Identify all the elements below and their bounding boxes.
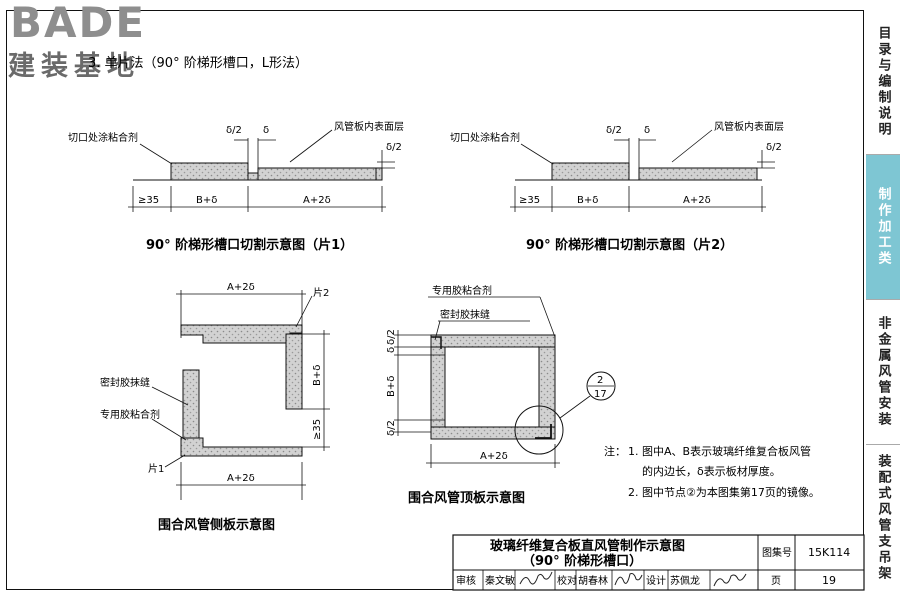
review-name: 秦文敏 bbox=[485, 574, 515, 587]
sidebar-item-catalog[interactable]: 目录与编制说明 bbox=[866, 10, 900, 155]
check-label: 校对 bbox=[557, 574, 577, 587]
sidebar-item-nonmetal-duct[interactable]: 非金属风管安装 bbox=[866, 300, 900, 445]
fig4-dim-b: B+δ bbox=[386, 376, 397, 397]
fig1-inner-surface-label: 风管板内表面层 bbox=[334, 120, 404, 133]
sidebar-item-fabrication[interactable]: 制作加工类 bbox=[866, 155, 900, 300]
fig3-side-panel-diagram bbox=[151, 290, 330, 500]
fig1-dim-b: B+δ bbox=[196, 195, 217, 206]
fig2-inner-surface-label: 风管板内表面层 bbox=[714, 120, 784, 133]
fig2-dim-a: A+2δ bbox=[683, 195, 711, 206]
fig1-delta: δ bbox=[263, 125, 269, 136]
fig3-dim-b: B+δ bbox=[312, 365, 323, 386]
fig4-node-num: 2 bbox=[597, 375, 603, 386]
page-label: 页 bbox=[771, 575, 781, 587]
fig3-seal-label: 密封胶抹缝 bbox=[100, 376, 150, 389]
fig2-glue-label: 切口处涂粘合剂 bbox=[450, 131, 520, 144]
fig4-top-panel-diagram bbox=[394, 296, 616, 468]
fig4-glue-label: 专用胶粘合剂 bbox=[432, 284, 492, 297]
title-sub: （90° 阶梯形槽口） bbox=[522, 553, 642, 569]
fig4-seal-label: 密封胶抹缝 bbox=[440, 308, 490, 321]
fig3-piece2: 片2 bbox=[313, 286, 329, 299]
fig4-delta-top: δ bbox=[386, 347, 397, 353]
design-signature bbox=[713, 573, 747, 587]
fig1-glue-label: 切口处涂粘合剂 bbox=[68, 131, 138, 144]
fig1-delta-half-right: δ/2 bbox=[386, 142, 402, 153]
fig1-title: 90° 阶梯形槽口切割示意图（片1） bbox=[146, 237, 353, 253]
atlas-no: 15K114 bbox=[808, 546, 850, 559]
fig1-dim-min: ≥35 bbox=[138, 195, 159, 206]
fig1-cut-diagram bbox=[128, 129, 395, 212]
fig3-dim-a-bottom: A+2δ bbox=[227, 473, 255, 484]
check-signature bbox=[614, 573, 643, 586]
fig3-piece1: 片1 bbox=[148, 462, 164, 475]
notes-line1: 1. 图中A、B表示玻璃纤维复合板风管 bbox=[628, 444, 811, 458]
fig4-dim-a: A+2δ bbox=[480, 451, 508, 462]
drawing-canvas: 3. 单片法（90° 阶梯形槽口，L形法） 切口处涂粘合剂 风管板内表面层 δ/… bbox=[68, 56, 865, 591]
fig1-delta-half: δ/2 bbox=[226, 125, 242, 136]
fig2-title: 90° 阶梯形槽口切割示意图（片2） bbox=[526, 237, 733, 253]
notes-line1b: 的内边长，δ表示板材厚度。 bbox=[642, 464, 781, 478]
fig2-cut-diagram bbox=[510, 129, 775, 212]
fig3-glue-label: 专用胶粘合剂 bbox=[100, 408, 160, 421]
fig3-title: 围合风管侧板示意图 bbox=[158, 517, 275, 533]
review-label: 审核 bbox=[456, 574, 476, 587]
review-signature bbox=[519, 571, 553, 585]
fig4-title: 围合风管顶板示意图 bbox=[408, 490, 525, 506]
title-main: 玻璃纤维复合板直风管制作示意图 bbox=[490, 538, 685, 554]
sidebar-item-supports[interactable]: 装配式风管支吊架 bbox=[875, 453, 891, 582]
fig2-delta: δ bbox=[644, 125, 650, 136]
design-name: 苏佩龙 bbox=[670, 574, 700, 587]
fig3-dim-min: ≥35 bbox=[312, 419, 323, 440]
sidebar: 目录与编制说明 制作加工类 非金属风管安装 装配式风管支吊架 bbox=[866, 10, 900, 590]
fig4-delta-half-bottom: δ/2 bbox=[386, 420, 397, 436]
design-label: 设计 bbox=[646, 574, 666, 587]
section-title: 3. 单片法（90° 阶梯形槽口，L形法） bbox=[88, 56, 308, 71]
fig4-delta-half-top: δ/2 bbox=[386, 329, 397, 345]
check-name: 胡春林 bbox=[578, 574, 608, 587]
fig1-dim-a: A+2δ bbox=[303, 195, 331, 206]
fig2-delta-half: δ/2 bbox=[606, 125, 622, 136]
fig4-node-page: 17 bbox=[594, 389, 607, 400]
fig2-delta-half-right: δ/2 bbox=[766, 142, 782, 153]
fig2-dim-b: B+δ bbox=[577, 195, 598, 206]
notes-label: 注： bbox=[604, 444, 626, 458]
drawing-frame bbox=[6, 10, 864, 590]
page-no: 19 bbox=[822, 574, 836, 587]
atlas-label: 图集号 bbox=[762, 546, 792, 559]
fig3-dim-a-top: A+2δ bbox=[227, 282, 255, 293]
brand-logo: BADE bbox=[10, 0, 147, 47]
brand-subtitle: 建装基地 bbox=[8, 51, 140, 82]
fig2-dim-min: ≥35 bbox=[519, 195, 540, 206]
notes-line2: 2. 图中节点②为本图集第17页的镜像。 bbox=[628, 485, 820, 499]
